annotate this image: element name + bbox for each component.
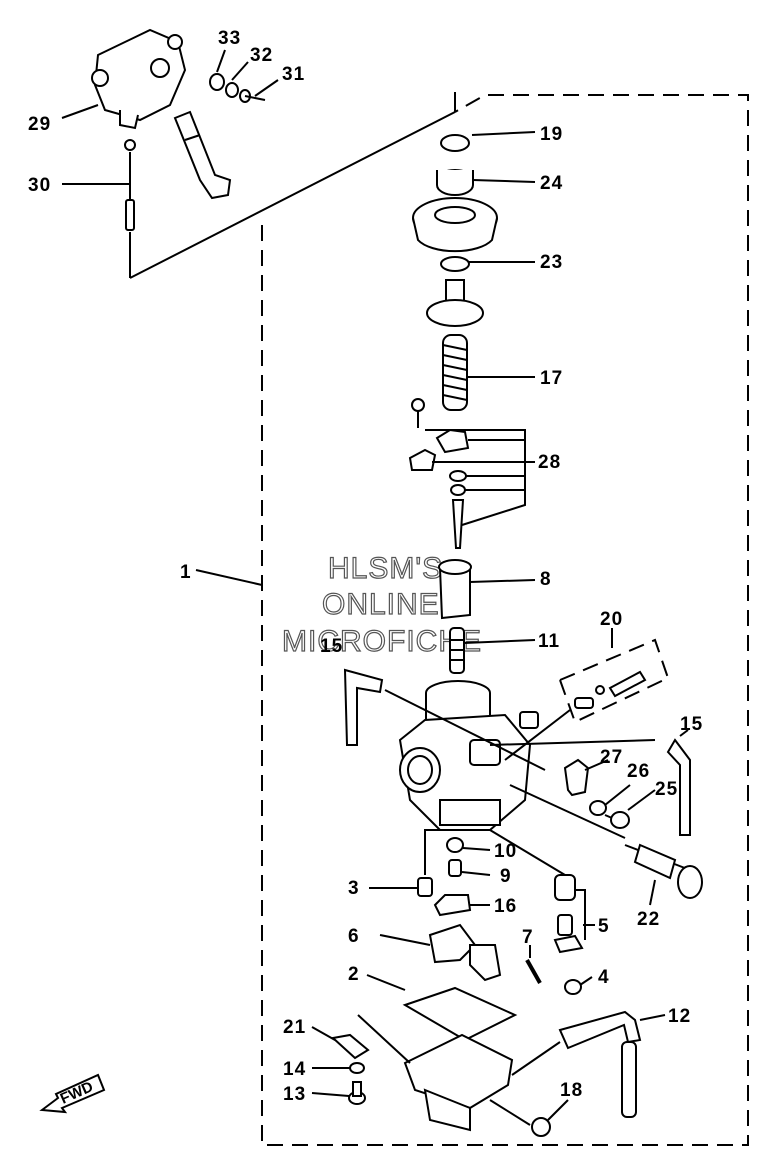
part-28-needle-set (408, 398, 526, 549)
callout-labels: 1 2 3 4 5 6 7 8 9 10 11 12 13 14 15 15 1… (28, 28, 703, 1105)
label-part-23: 23 (540, 252, 563, 273)
part-17-spring (442, 334, 468, 411)
part-15-left-hose (343, 668, 384, 746)
body-leader-lines (384, 689, 656, 876)
part-30-throttle-cable (124, 139, 136, 231)
part-10-washer (446, 837, 464, 853)
part-29-throttle-housing (91, 28, 232, 200)
label-part-1: 1 (180, 562, 192, 583)
assembly-boundary (129, 92, 749, 1146)
part-13-screw (348, 1081, 366, 1105)
watermark-line-1: HLSM'S (328, 552, 443, 585)
label-part-8: 8 (540, 569, 552, 590)
label-part-29: 29 (28, 114, 51, 135)
part-16-plate (433, 894, 472, 917)
label-part-7: 7 (522, 927, 534, 948)
part-12-drain-hose (558, 1010, 642, 1118)
part-18-drain-screw (531, 1117, 551, 1137)
label-part-31: 31 (282, 64, 305, 85)
carburetor-top-cap (412, 197, 498, 253)
label-part-22: 22 (637, 909, 660, 930)
label-part-24: 24 (540, 173, 563, 194)
part-21-plate (330, 1033, 370, 1060)
part-9-main-jet (448, 859, 462, 877)
part-23-o-ring (440, 256, 470, 272)
callout-leaders (61, 49, 689, 1121)
part-5-float-valve (553, 874, 586, 954)
part-11-needle-jet (449, 627, 465, 674)
watermark: HLSM'S ONLINE MICROFICHE (281, 551, 482, 658)
part-15-right-hose (666, 738, 691, 836)
part-20-pilot-screw-set (559, 638, 670, 724)
label-part-9: 9 (500, 866, 512, 887)
label-part-28: 28 (538, 452, 561, 473)
label-part-10: 10 (494, 841, 517, 862)
label-part-21: 21 (283, 1017, 306, 1038)
label-part-15-right: 15 (680, 714, 703, 735)
part-4-screw (564, 979, 582, 995)
part-26-nut (589, 800, 607, 816)
part-24-nut (436, 169, 474, 196)
label-part-14: 14 (283, 1059, 306, 1080)
watermark-line-3: MICROFICHE (282, 625, 482, 658)
fwd-arrow: FWD (39, 1073, 106, 1114)
watermark-line-2: ONLINE (322, 588, 440, 621)
part-6-float (428, 923, 502, 982)
carburetor-body (398, 680, 539, 831)
label-part-11: 11 (538, 631, 560, 652)
part-25-screw (604, 811, 630, 829)
part-19-washer (440, 134, 470, 152)
label-part-15-left: 15 (320, 636, 343, 657)
float-bowl (357, 1014, 561, 1132)
parts-31-33-screw-washers (209, 73, 266, 103)
label-part-5: 5 (598, 916, 610, 937)
label-part-16: 16 (494, 896, 517, 917)
part-8-throttle-valve (438, 559, 472, 620)
label-part-20: 20 (600, 609, 623, 630)
label-part-4: 4 (598, 967, 610, 988)
label-part-30: 30 (28, 175, 51, 196)
part-2-gasket (402, 986, 518, 1042)
part-7-float-pin (525, 959, 542, 984)
label-part-26: 26 (627, 761, 650, 782)
part-22-starter-plunger (624, 843, 703, 899)
label-part-13: 13 (283, 1084, 306, 1105)
label-part-2: 2 (348, 964, 360, 985)
part-27-bracket (563, 758, 590, 797)
label-part-3: 3 (348, 878, 360, 899)
label-part-32: 32 (250, 45, 273, 66)
label-part-33: 33 (218, 28, 241, 49)
label-part-27: 27 (600, 747, 623, 768)
label-part-12: 12 (668, 1006, 691, 1027)
part-14-washer (349, 1062, 365, 1074)
plunger-cap (426, 279, 484, 327)
label-part-25: 25 (655, 779, 678, 800)
fwd-label: FWD (58, 1078, 96, 1107)
label-part-19: 19 (540, 124, 563, 145)
part-3-jet (417, 877, 433, 897)
label-part-17: 17 (540, 368, 563, 389)
label-part-18: 18 (560, 1080, 583, 1101)
label-part-6: 6 (348, 926, 360, 947)
